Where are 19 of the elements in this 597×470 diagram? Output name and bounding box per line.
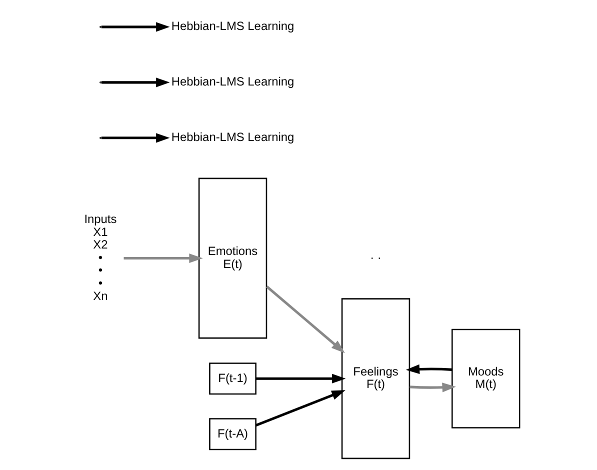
arrow: [266, 286, 345, 354]
node-box: F(t-A): [209, 418, 256, 450]
node-box: Moods M(t): [452, 328, 520, 428]
node-text: Hebbian-LMS Learning: [171, 74, 294, 89]
arrow: [256, 374, 346, 384]
arrow: [124, 253, 203, 264]
node-text: Inputs X1 X2 • • • Xn: [84, 212, 117, 303]
arrow: [256, 390, 346, 426]
node-text: Hebbian-LMS Learning: [171, 19, 294, 34]
arrow: [101, 133, 170, 143]
arrow: [410, 382, 456, 392]
node-box: Feelings F(t): [341, 298, 410, 460]
node-box: Emotions E(t): [198, 178, 268, 339]
arrow: [101, 22, 170, 32]
arrow: [101, 78, 170, 88]
arrow: [406, 364, 452, 374]
label: · ·: [370, 250, 382, 264]
node-text: Hebbian-LMS Learning: [171, 130, 294, 144]
node-box: F(t-1): [209, 362, 256, 395]
